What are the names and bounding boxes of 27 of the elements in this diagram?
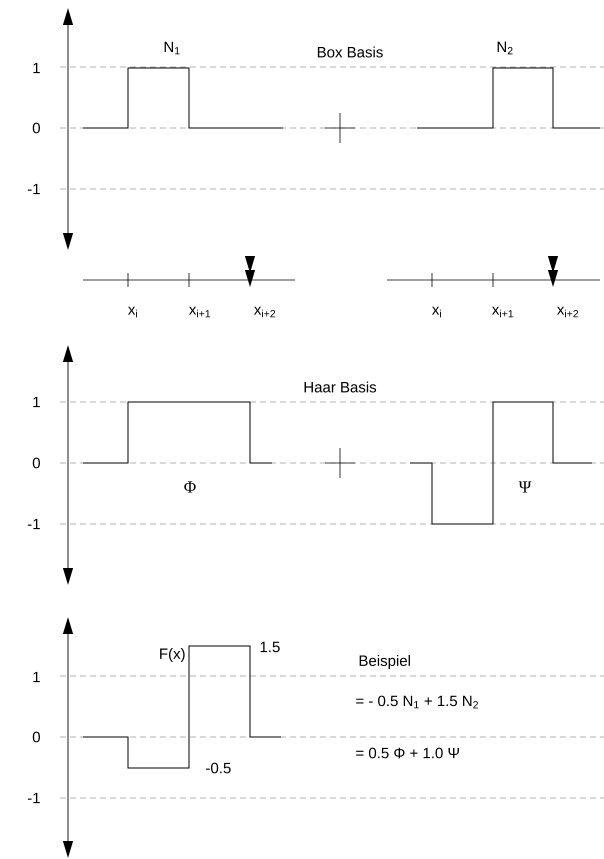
text-label: 0 (32, 122, 40, 134)
text-label: x$_{i+2}$ (254, 306, 276, 318)
text-label: 1.5 (260, 642, 280, 652)
text-label: 1 (33, 396, 40, 408)
text-label: = - 0.5 N$_{1}$ + 1.5 N$_{2}$ (356, 696, 478, 708)
text-label: 1 (33, 672, 40, 682)
text-label: x$_{i+2}$ (557, 306, 578, 318)
text-label: -0.5 (206, 762, 231, 774)
text-label: N$_{1}$ (164, 42, 180, 54)
symbol-label: Φ (184, 481, 196, 493)
text-label: Haar Basis (304, 381, 376, 392)
text-label: Box Basis (318, 46, 383, 58)
text-label: 0 (32, 732, 40, 742)
text-label: x$_{i+1}$ (189, 306, 210, 318)
text-label: N$_{2}$ (498, 42, 513, 54)
text-label: F(x) (160, 648, 185, 662)
text-label: -1 (28, 184, 40, 194)
text-label: -1 (28, 792, 40, 804)
text-label: 0 (32, 458, 40, 468)
text-label: Beispiel (360, 655, 410, 669)
text-label: -1 (28, 518, 40, 530)
text-label: x$_{i}$ (128, 306, 137, 318)
text-label: x$_{i}$ (432, 306, 441, 318)
text-label: x$_{i+1}$ (492, 306, 514, 318)
text-label: = 0.5 Φ + 1.0 Ψ (356, 748, 459, 758)
text-label: 1 (33, 62, 40, 74)
symbol-label: Ψ (518, 481, 532, 493)
